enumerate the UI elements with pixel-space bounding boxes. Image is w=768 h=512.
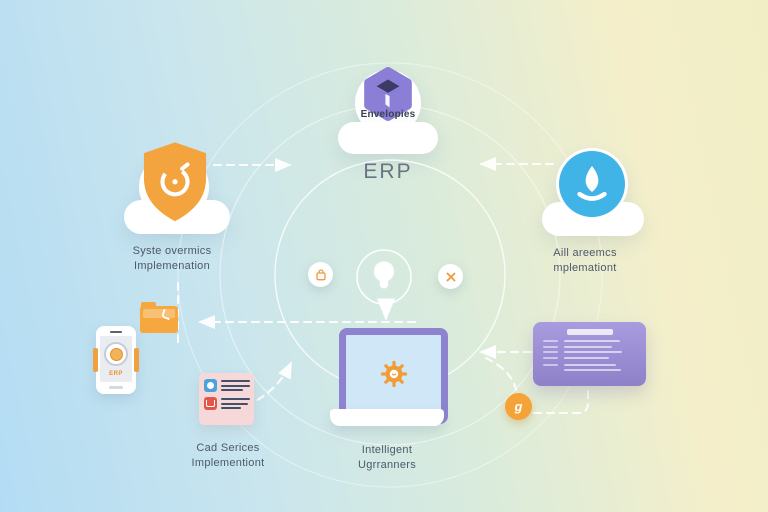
- panel-title-bar: [566, 329, 613, 335]
- shopping-bag-icon: [308, 262, 333, 287]
- right-node-label-line2: mplemationt: [553, 262, 617, 275]
- shield-gauge-icon: [136, 140, 214, 231]
- left-node-label-line2: Implemenation: [133, 260, 211, 273]
- left-node-label-line1: Syste overmics: [132, 245, 212, 257]
- phone-side-button-right: [134, 348, 139, 372]
- download-icon: [559, 151, 625, 217]
- left-node-label: Syste overmics Implemenation: [102, 244, 242, 275]
- dashed-curve-to-badge: [485, 357, 517, 391]
- code-panel: [533, 322, 646, 386]
- laptop-label-line2: Ugrranners: [357, 459, 417, 472]
- card-row: [204, 397, 250, 410]
- documents-node-label: Cad Serices Implementiont: [158, 441, 298, 472]
- top-node-label: Envelopies: [360, 109, 416, 120]
- documents-label-line1: Cad Serices: [196, 442, 260, 454]
- image-tile-icon: [204, 379, 217, 392]
- right-node-label: Aill areemcs mplemationt: [515, 246, 655, 277]
- phone-emblem: [104, 342, 128, 366]
- phone-home-bar: [109, 386, 123, 389]
- laptop-base: [330, 409, 444, 426]
- laptop-label-line1: Intelligent: [361, 444, 413, 456]
- folder-band: [143, 309, 175, 318]
- right-node-label-line1: Aill areemcs: [553, 247, 617, 259]
- services-card: [199, 373, 254, 425]
- ui-tile-icon: [204, 397, 217, 410]
- phone-side-button-left: [93, 348, 98, 372]
- laptop-node-label: Intelligent Ugrranners: [317, 443, 457, 474]
- smartphone-icon: ERP: [93, 326, 139, 394]
- lightbulb-icon: [372, 259, 396, 300]
- dashed-elbow-badge-to-panel: [533, 387, 589, 414]
- gear-icon: [380, 360, 408, 393]
- card-row: [204, 379, 250, 392]
- x-mark-icon: [438, 264, 463, 289]
- erp-title: ERP: [363, 160, 413, 183]
- phone-speaker: [110, 330, 122, 333]
- folder-arrow-mark: [160, 308, 173, 321]
- documents-label-line2: Implementiont: [191, 457, 265, 470]
- g-badge-icon: g: [505, 393, 532, 420]
- phone-label: ERP: [109, 371, 123, 377]
- folder-icon: [140, 302, 178, 333]
